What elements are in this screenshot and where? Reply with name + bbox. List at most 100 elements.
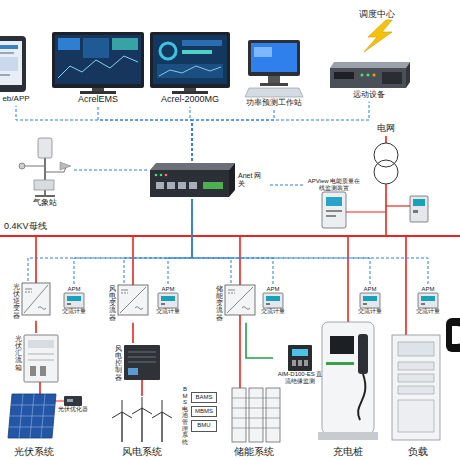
wind-controller-box (124, 345, 160, 380)
node-label: APM (266, 286, 279, 293)
node-label: eb/APP (2, 94, 29, 104)
power-quality-device (346, 211, 386, 212)
wireless-symbol (364, 20, 392, 52)
inverter-symbol (135, 307, 143, 310)
wind-turbine (162, 412, 172, 418)
meter-icon (263, 293, 283, 308)
storage-converter: 储能变流器 (214, 283, 257, 323)
optimizer-icon (64, 396, 82, 406)
transformer-symbol (385, 184, 387, 236)
bus-bar (0, 235, 460, 237)
system-label: 储能系统 (234, 446, 274, 457)
monitor-icon (172, 91, 208, 94)
load-cabinet (398, 342, 434, 356)
inverter-symbol (120, 287, 146, 313)
telecontrol-unit (330, 62, 410, 68)
bms-module: BAMS (191, 392, 217, 403)
wind-controller-box (128, 357, 156, 358)
combiner-box (28, 360, 54, 361)
wind-converter: 风电变流器 (107, 283, 150, 323)
power-quality-monitor: APView 电能质量在线监测装置 (303, 176, 365, 230)
solar-panel (8, 394, 56, 438)
charging-pile (318, 322, 378, 440)
telecontrol-unit (330, 62, 410, 88)
wind-turbine (161, 412, 162, 442)
weather-station-icon (34, 180, 54, 190)
comm-link (192, 199, 428, 284)
forecast-workstation: 功率预测工作站 (242, 38, 306, 110)
node-label: 交流计量 (358, 308, 382, 315)
monitor-icon (58, 38, 80, 50)
bms-group: BMS 电池管理系统BAMSMBMSBMU (180, 384, 219, 447)
meter-icon (421, 303, 425, 305)
label-box: 负载 (408, 446, 428, 457)
ac-meter: APM交流计量 (60, 284, 88, 317)
ems-monitor: AcrelEMS (50, 30, 146, 107)
node-label: 交流计量 (62, 308, 86, 315)
workstation-icon (248, 40, 300, 76)
comm-link (98, 107, 192, 161)
label-box: 风电系统 (122, 446, 162, 457)
edge-icon (446, 318, 460, 352)
bus-bar (0, 236, 460, 401)
inverter-symbol (24, 285, 48, 313)
weather-station-icon (38, 138, 52, 158)
combiner-box (40, 366, 46, 376)
grid-meter (413, 210, 418, 213)
monitor-icon (80, 91, 116, 94)
node-label: 调度中心 (359, 9, 395, 20)
bus-label: 0.4KV母线 (4, 221, 47, 232)
meter-icon (363, 303, 367, 305)
insulation-monitor-device (304, 360, 308, 366)
node-label: APM (363, 286, 376, 293)
microgrid-monitor: Acrel-2000MG (148, 30, 232, 107)
ac-meter: APM交流计量 (259, 284, 287, 317)
comm-link (74, 199, 192, 284)
monitor-icon (112, 38, 138, 50)
comm-link (268, 185, 303, 186)
telecontrol-unit (361, 74, 364, 77)
combiner-box (28, 354, 54, 355)
optimizer-icon (67, 399, 73, 402)
inverter-symbol (121, 290, 128, 291)
tablet-icon (0, 36, 26, 92)
bus-bar (141, 380, 143, 396)
meter-icon (161, 303, 165, 305)
telecontrol-unit (334, 72, 354, 79)
grid-meter (386, 196, 428, 222)
weather-station-icon (19, 138, 71, 196)
node-label: 光伏汇流箱 (15, 335, 22, 371)
node-label: 交流计量 (416, 308, 440, 315)
power-quality-device (326, 210, 342, 212)
meter-icon (421, 296, 435, 301)
charging-pile (330, 336, 354, 354)
wind-controller-box (128, 352, 156, 353)
node-label: 气象站 (33, 198, 57, 208)
ac-meter: APM交流计量 (154, 284, 182, 317)
inverter-symbol (227, 287, 253, 313)
bus-bar (239, 315, 241, 388)
workstation-icon (268, 76, 280, 84)
node-label: APView 电能质量在线监测装置 (305, 178, 363, 192)
workstation-icon (254, 47, 272, 57)
battery-rack (232, 388, 280, 442)
edge-icon (446, 318, 460, 352)
workstation-icon (245, 40, 303, 97)
insulation-monitor-device (288, 345, 312, 371)
weather-station-icon (19, 163, 25, 169)
load-cabinet (392, 335, 440, 440)
monitor-icon (159, 66, 221, 76)
bus-bar (132, 236, 134, 285)
pv-optimizer: 光伏优化器 (56, 394, 90, 415)
app-terminal: eb/APP (0, 30, 32, 106)
gateway-device (178, 182, 186, 189)
gateway-device (167, 182, 175, 189)
combiner-box (30, 366, 36, 376)
monitor-icon (150, 32, 230, 94)
label-box: 储能系统 (234, 446, 274, 457)
weather-station-icon (22, 166, 45, 167)
node-label: APM (421, 286, 434, 293)
ac-meter: APM 交流计量 (356, 284, 384, 317)
telecontrol-unit (382, 72, 402, 84)
